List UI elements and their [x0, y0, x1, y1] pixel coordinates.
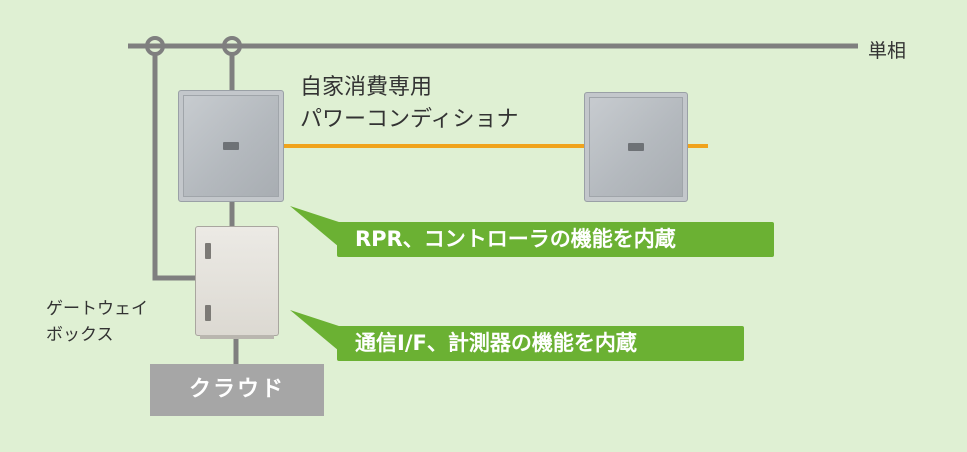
ct-1-wire	[152, 54, 195, 281]
hinge-icon	[205, 305, 211, 321]
logo-badge-icon	[223, 142, 239, 150]
single-phase-label: 単相	[868, 40, 907, 62]
gateway-box-label: ゲートウェイ ボックス	[46, 296, 148, 348]
hinge-icon	[205, 243, 211, 259]
cloud-box: クラウド	[150, 364, 324, 416]
callout-1-pointer	[290, 206, 345, 252]
pcs-label: 自家消費専用 パワーコンディショナ	[300, 72, 518, 136]
gateway-label-line1: ゲートウェイ	[46, 299, 148, 319]
pcs-label-line2: パワーコンディショナ	[300, 107, 519, 132]
logo-badge-icon	[628, 143, 644, 151]
gateway-label-line2: ボックス	[46, 325, 114, 345]
gateway-box-unit	[195, 226, 279, 336]
callout-2-pointer	[290, 310, 345, 356]
callout-gateway-features: 通信I/F、計測器の機能を内蔵	[337, 326, 744, 361]
pcs-label-line1: 自家消費専用	[300, 75, 433, 100]
callout-pcs-features: RPR、コントローラの機能を内蔵	[337, 222, 774, 257]
power-conditioner-unit-secondary	[584, 92, 688, 202]
gateway-box-base	[200, 335, 274, 339]
power-conditioner-unit-main	[178, 90, 284, 202]
